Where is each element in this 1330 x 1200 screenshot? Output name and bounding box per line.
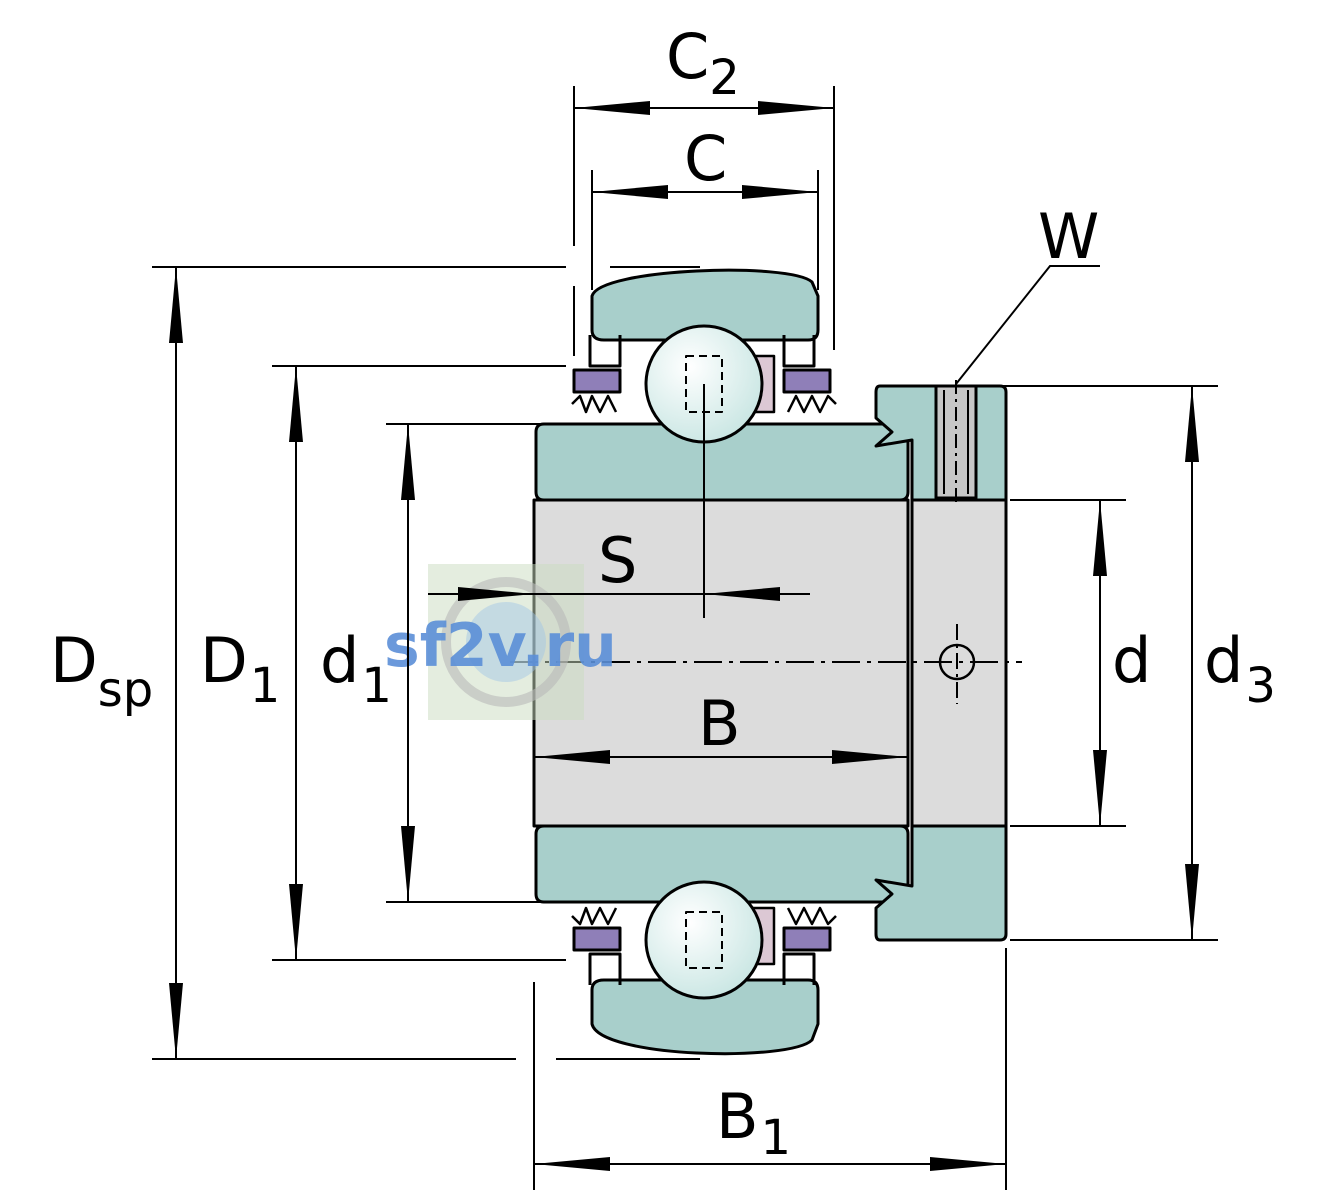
locking-collar-bottom <box>874 824 1008 942</box>
extension-lines <box>152 86 1218 1190</box>
watermark-text: sf2v.ru <box>384 611 617 681</box>
w-leader <box>955 265 1100 385</box>
dimension-lines <box>169 100 1199 1171</box>
watermark: sf2v.ru <box>384 564 617 720</box>
label-d1-upper: D1 <box>200 624 280 714</box>
seal-top-left <box>571 335 622 414</box>
label-d1-lower: d1 <box>320 624 392 714</box>
label-d3: d3 <box>1204 624 1276 714</box>
seal-bottom-right <box>782 906 837 985</box>
label-s: S <box>598 524 637 597</box>
outer-ring-bottom <box>590 978 820 1056</box>
bearing-body <box>532 268 1008 1056</box>
label-w: W <box>1038 200 1099 273</box>
dimension-labels: C2 C W S Dsp D1 d1 d d3 B B1 <box>50 20 1276 1166</box>
label-d: d <box>1112 624 1151 697</box>
outer-ring-top <box>590 268 820 342</box>
seal-top-right <box>782 335 837 414</box>
label-b1: B1 <box>716 1080 791 1166</box>
label-b: B <box>698 687 741 760</box>
seal-bottom-left <box>571 906 622 985</box>
ball-bottom <box>644 880 764 1000</box>
label-c: C <box>684 122 727 195</box>
label-dsp: Dsp <box>50 624 153 718</box>
label-c2: C2 <box>666 20 740 106</box>
